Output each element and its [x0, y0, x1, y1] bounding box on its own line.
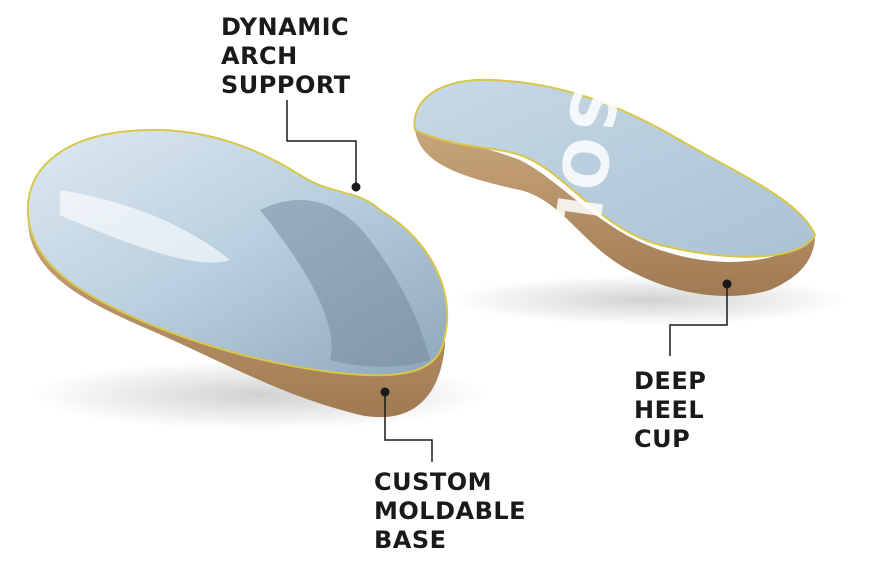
label-line: SUPPORT: [221, 71, 351, 99]
moldable-base-label: CUSTOM MOLDABLE BASE: [374, 468, 526, 555]
arch-support-label: DYNAMIC ARCH SUPPORT: [221, 13, 351, 100]
label-line: ARCH: [221, 42, 298, 70]
label-line: HEEL: [634, 396, 705, 424]
base-callout-line: [384, 392, 433, 462]
arch-callout-line: [286, 100, 357, 187]
heel-callout-dot: [722, 279, 732, 289]
base-callout-dot: [380, 387, 390, 397]
label-line: BASE: [374, 526, 447, 554]
label-line: CUSTOM: [374, 468, 493, 496]
label-line: DEEP: [634, 367, 707, 395]
left-insole-cork-base: [27, 215, 445, 418]
heel-cup-label: DEEP HEEL CUP: [634, 367, 706, 454]
label-line: CUP: [634, 425, 691, 453]
right-insole-cork-base: [415, 130, 815, 296]
right-insole-shadow: [450, 275, 850, 325]
arch-callout-dot: [351, 182, 361, 192]
label-line: MOLDABLE: [374, 497, 527, 525]
label-line: DYNAMIC: [221, 13, 350, 41]
heel-callout-line: [669, 284, 728, 356]
left-insole-snow-pattern: [60, 190, 230, 263]
right-insole-top: [413, 78, 817, 258]
left-insole-mountain-pattern: [260, 200, 430, 367]
